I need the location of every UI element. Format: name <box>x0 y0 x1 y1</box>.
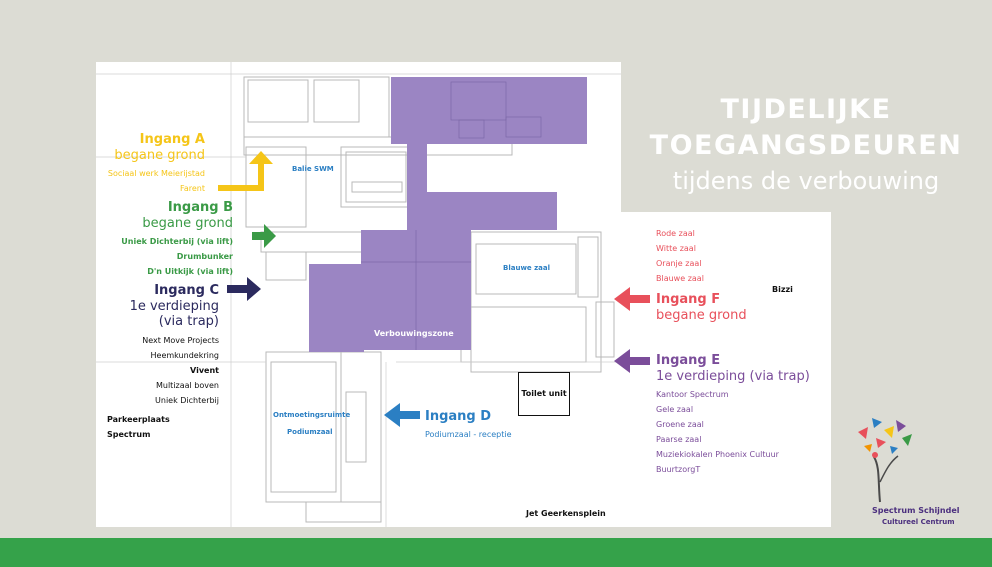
floor-plan <box>96 62 621 527</box>
entrance-b-item: Drumbunker <box>176 252 233 261</box>
entrance-d-name: Ingang D <box>425 409 492 424</box>
entrance-d: Ingang D Podiumzaal - receptie <box>425 409 545 442</box>
podiumzaal-label: Podiumzaal <box>287 428 333 436</box>
toilet-unit-label: Toilet unit <box>521 389 567 398</box>
verbouwingszone-label: Verbouwingszone <box>374 329 454 338</box>
entrance-e-item: Gele zaal <box>656 405 694 414</box>
spectrum-parking-label: Spectrum <box>107 430 151 439</box>
arrow-left-icon <box>614 287 650 311</box>
entrance-c-item: Uniek Dichterbij <box>155 396 219 405</box>
parkeerplaats-label: Parkeerplaats <box>107 415 170 424</box>
entrance-c-item: Heemkundekring <box>150 351 219 360</box>
entrance-c-floor: 1e verdieping <box>129 299 219 314</box>
arrow-right-icon <box>252 224 276 248</box>
entrance-c-floor-2: (via trap) <box>158 314 219 329</box>
jet-geerkensplein-label: Jet Geerkensplein <box>526 509 606 518</box>
entrance-b: Ingang B begane grond Uniek Dichterbij (… <box>100 200 233 279</box>
toilet-unit: Toilet unit <box>518 372 570 416</box>
entrance-d-floor: Podiumzaal - receptie <box>425 430 512 439</box>
entrance-b-floor: begane grond <box>142 216 233 231</box>
right-panel <box>621 212 831 527</box>
entrance-f-floor: begane grond <box>656 308 747 323</box>
spectrum-logo-icon <box>858 418 912 503</box>
arrow-left-icon <box>384 403 420 427</box>
entrance-b-item: Uniek Dichterbij (via lift) <box>121 237 233 246</box>
arrow-left-icon <box>614 349 650 373</box>
title-line-3: tijdens de verbouwing <box>672 167 940 195</box>
logo-name: Spectrum Schijndel <box>872 506 960 515</box>
entrance-f-item: Witte zaal <box>656 244 696 253</box>
entrance-a-item: Farent <box>179 184 205 193</box>
entrance-c-item: Vivent <box>190 366 219 375</box>
balie-swm-label: Balie SWM <box>292 165 334 173</box>
ontmoetingsruimte-label: Ontmoetingsruimte <box>273 411 351 419</box>
entrance-a: Ingang A begane grond Sociaal werk Meier… <box>90 132 205 196</box>
entrance-f-name: Ingang F <box>656 292 721 307</box>
entrance-b-item: D'n Uitkijk (via lift) <box>147 267 233 276</box>
blauwe-zaal-label: Blauwe zaal <box>503 264 551 272</box>
entrance-e-name: Ingang E <box>656 353 721 368</box>
bizzi-label: Bizzi <box>772 285 793 294</box>
title-line-2: TOEGANGSDEUREN <box>649 130 963 161</box>
entrance-a-name: Ingang A <box>139 132 205 147</box>
entrance-e-item: Kantoor Spectrum <box>656 390 729 399</box>
arrow-up-icon <box>218 151 273 191</box>
entrance-e-item: BuurtzorgT <box>656 465 701 474</box>
entrance-c-name: Ingang C <box>154 283 219 298</box>
arrow-right-icon <box>227 277 261 301</box>
entrance-a-floor: begane grond <box>114 148 205 163</box>
entrance-a-item: Sociaal werk Meierijstad <box>107 169 205 178</box>
entrance-b-name: Ingang B <box>167 200 233 215</box>
logo-subtitle: Cultureel Centrum <box>882 518 955 526</box>
entrance-e-item: Paarse zaal <box>656 435 702 444</box>
bottom-bar <box>0 538 992 567</box>
entrance-c: Ingang C 1e verdieping (via trap) Next M… <box>100 283 219 408</box>
entrance-f-item: Rode zaal <box>656 229 695 238</box>
entrance-c-item: Multizaal boven <box>155 381 219 390</box>
entrance-e: Ingang E 1e verdieping (via trap) Kantoo… <box>656 353 826 477</box>
entrance-c-item: Next Move Projects <box>142 336 219 345</box>
entrance-f: Rode zaal Witte zaal Oranje zaal Blauwe … <box>656 226 816 323</box>
entrance-e-item: Groene zaal <box>656 420 704 429</box>
page-title: TIJDELIJKE TOEGANGSDEUREN tijdens de ver… <box>620 92 992 198</box>
title-line-1: TIJDELIJKE <box>720 94 892 125</box>
entrance-f-item: Blauwe zaal <box>656 274 704 283</box>
entrance-e-item: Muziekiokalen Phoenix Cultuur <box>656 450 779 459</box>
entrance-f-item: Oranje zaal <box>656 259 702 268</box>
entrance-e-floor: 1e verdieping (via trap) <box>656 369 810 384</box>
